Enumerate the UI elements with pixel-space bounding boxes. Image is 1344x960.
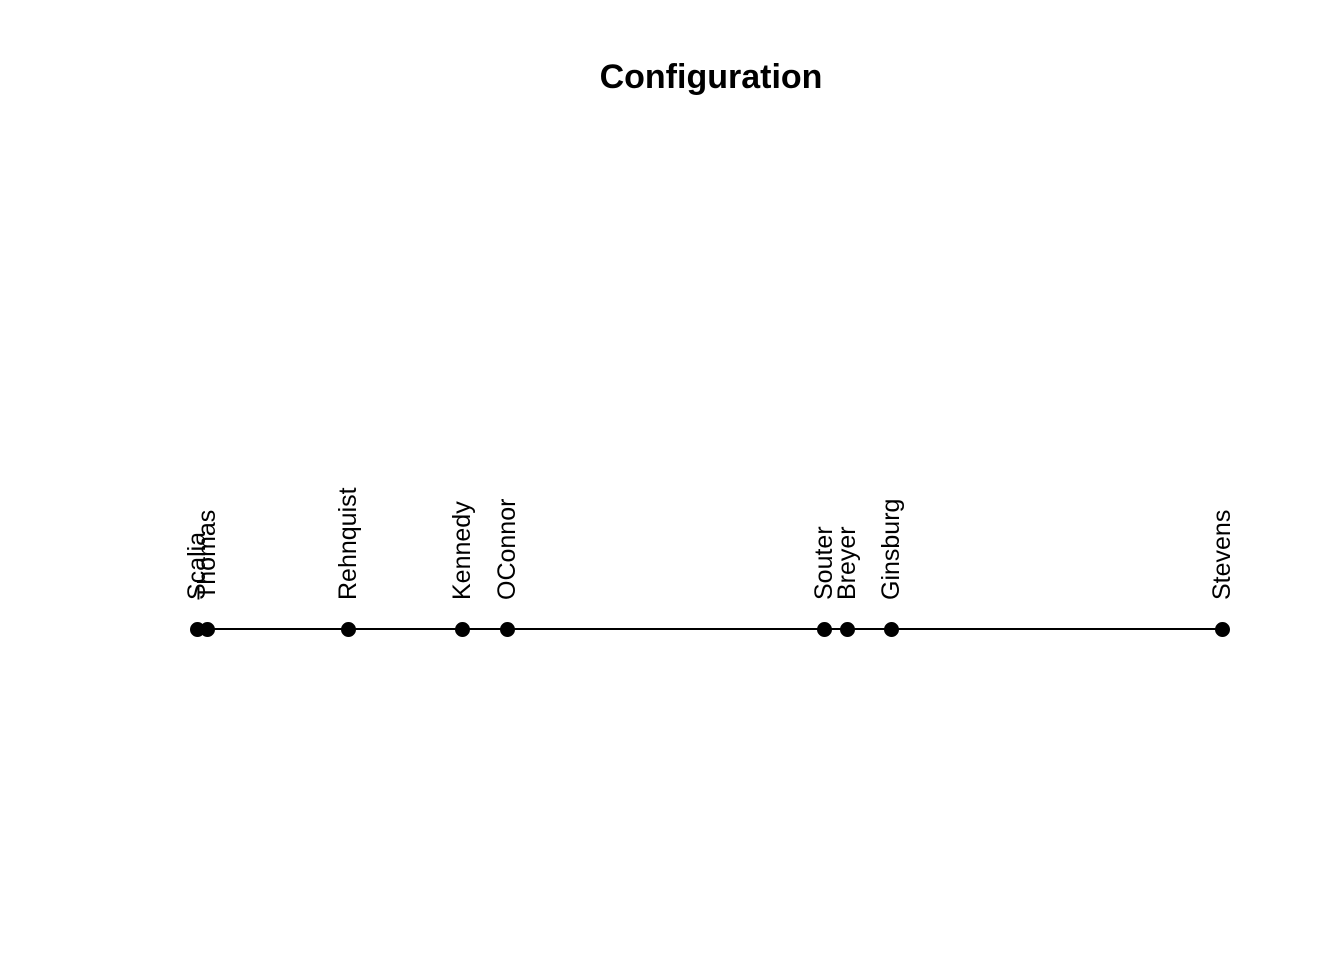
point-label-stevens: Stevens xyxy=(1207,509,1236,600)
point-label-oconnor: OConnor xyxy=(492,498,521,600)
data-point-rehnquist xyxy=(340,621,356,637)
point-label-breyer: Breyer xyxy=(832,526,861,600)
data-point-oconnor xyxy=(499,621,515,637)
data-point-stevens xyxy=(1214,621,1230,637)
data-point-ginsburg xyxy=(883,621,899,637)
data-point-kennedy xyxy=(454,621,470,637)
point-label-rehnquist: Rehnquist xyxy=(333,487,362,600)
point-label-kennedy: Kennedy xyxy=(447,501,476,600)
number-line xyxy=(197,628,1222,630)
data-point-breyer xyxy=(839,621,855,637)
chart-title: Configuration xyxy=(599,58,823,96)
point-label-ginsburg: Ginsburg xyxy=(876,498,905,600)
point-label-thomas: Thomas xyxy=(192,509,221,600)
data-point-thomas xyxy=(199,621,215,637)
data-point-souter xyxy=(816,621,832,637)
